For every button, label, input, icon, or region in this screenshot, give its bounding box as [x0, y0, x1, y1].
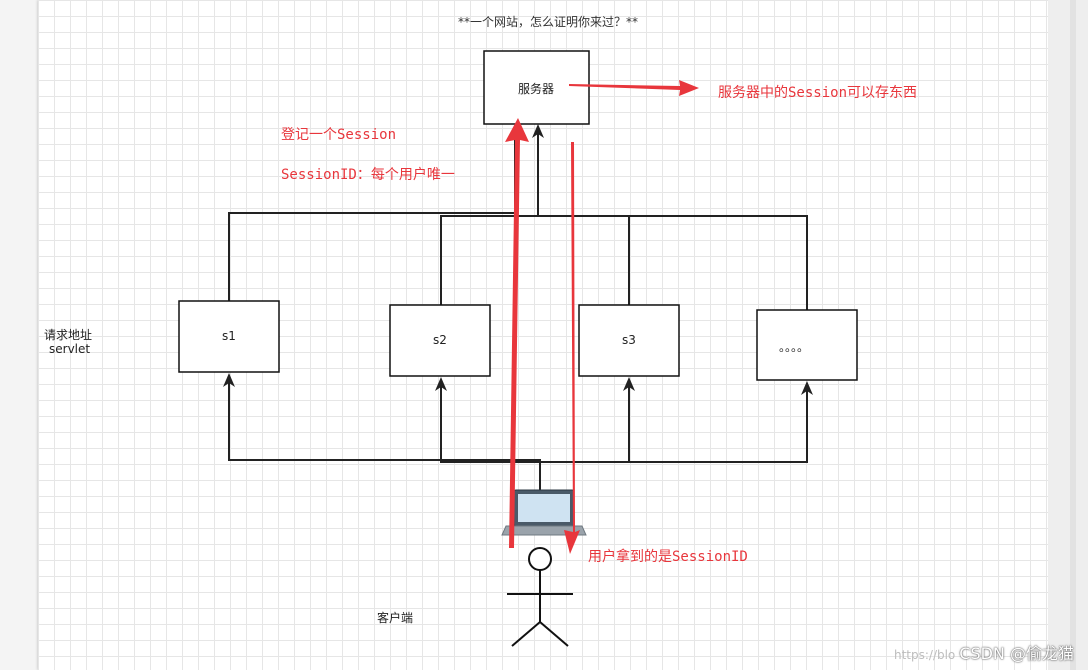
request-label-line1: 请求地址	[44, 328, 93, 342]
request-label-line2: servlet	[49, 342, 91, 356]
register-arrow-up-icon	[505, 118, 529, 548]
servlet-s3-label: s3	[622, 333, 636, 347]
sessionid-arrow-down-icon	[564, 142, 580, 554]
server-note-arrow-icon	[569, 80, 699, 96]
sessionid-note: SessionID：每个用户唯一	[281, 167, 455, 183]
servlet-more-label: 。。。。	[779, 340, 810, 354]
server-box[interactable]	[483, 50, 590, 125]
watermark-main: CSDN @偷龙猫	[959, 644, 1074, 663]
user-note: 用户拿到的是SessionID	[588, 549, 748, 565]
server-label: 服务器	[518, 82, 555, 96]
right-scroll-strip[interactable]	[1048, 0, 1088, 670]
server-note: 服务器中的Session可以存东西	[718, 85, 918, 101]
servlet-more-box[interactable]	[756, 309, 858, 381]
client-stick-figure-icon	[507, 547, 573, 647]
servlet-s2-label: s2	[433, 333, 447, 347]
left-margin	[0, 0, 38, 670]
register-note: 登记一个Session	[281, 127, 397, 143]
servlet-s1-box[interactable]	[178, 300, 280, 373]
servlet-s3-box[interactable]	[578, 304, 680, 377]
servlet-s1-label: s1	[222, 329, 236, 343]
client-label: 客户端	[377, 611, 414, 625]
client-connectors	[228, 382, 808, 490]
watermark-url: https://blo	[893, 648, 956, 662]
servlet-arrowheads	[223, 373, 813, 395]
diagram-title: **一个网站，怎么证明你来过？**	[458, 15, 639, 29]
servlet-s2-box[interactable]	[389, 304, 491, 377]
red-arrows	[505, 80, 699, 554]
